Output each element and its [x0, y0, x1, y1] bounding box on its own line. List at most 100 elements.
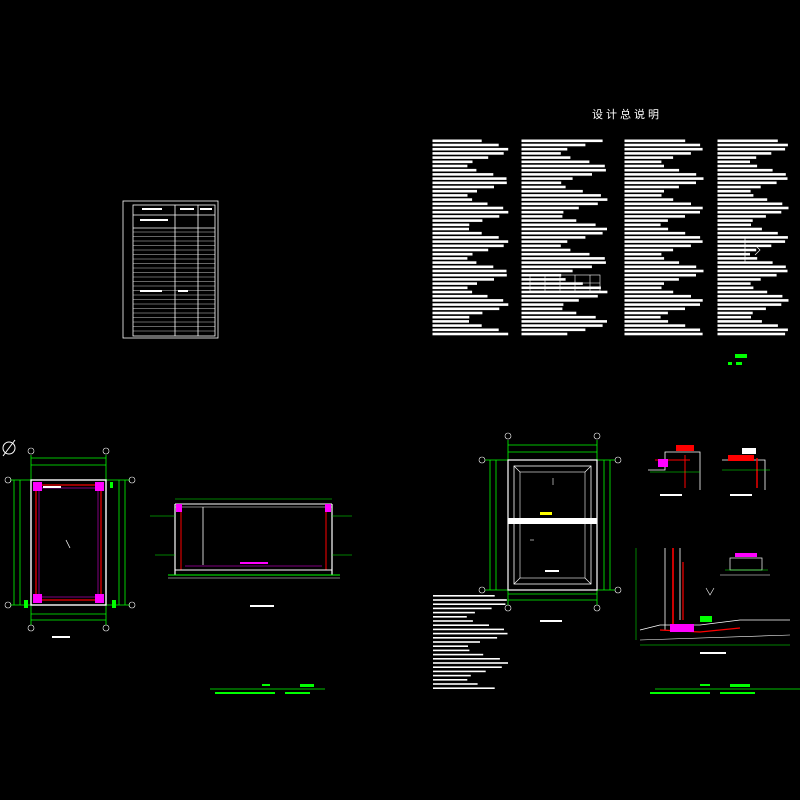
notes-detail-sketch — [728, 237, 765, 263]
note-line — [521, 210, 564, 214]
roof-plan — [478, 432, 622, 622]
note-line — [433, 653, 484, 656]
note-line — [717, 248, 757, 252]
note-line — [432, 198, 473, 201]
note-line — [624, 278, 679, 281]
note-line — [717, 320, 762, 323]
note-line — [433, 666, 502, 668]
note-line — [624, 223, 661, 227]
note-line — [717, 156, 757, 159]
note-line — [521, 168, 606, 172]
note-line — [432, 248, 489, 252]
note-line — [717, 152, 772, 155]
note-line — [432, 244, 504, 248]
note-line — [432, 139, 482, 143]
note-line — [432, 311, 483, 315]
note-line — [521, 294, 598, 298]
note-line — [521, 206, 579, 210]
note-line — [717, 173, 786, 176]
note-line — [433, 641, 480, 643]
note-line — [624, 299, 703, 302]
note-line — [624, 286, 662, 290]
note-line — [624, 307, 685, 311]
note-line — [624, 194, 662, 197]
drawing-index-rows — [133, 231, 215, 332]
note-line — [521, 236, 586, 239]
note-line — [624, 273, 696, 277]
note-line — [433, 637, 498, 639]
right-title-block — [650, 684, 800, 694]
note-line — [624, 252, 662, 256]
note-line — [433, 616, 467, 618]
note-line — [624, 303, 700, 306]
note-line — [624, 265, 697, 269]
note-line — [624, 202, 691, 206]
note-line — [521, 328, 586, 332]
note-line — [717, 210, 782, 214]
note-line — [624, 227, 669, 231]
note-line — [717, 332, 786, 336]
note-line — [717, 269, 788, 273]
note-line — [521, 181, 562, 185]
note-line — [432, 177, 507, 180]
note-line — [433, 632, 508, 635]
note-line — [624, 261, 680, 264]
note-line — [717, 294, 783, 298]
detail-3 — [705, 553, 770, 596]
note-line — [432, 257, 468, 260]
pool-section — [150, 498, 352, 607]
note-line — [432, 328, 499, 332]
note-line — [521, 332, 568, 336]
note-line — [521, 139, 603, 143]
note-line — [432, 202, 488, 206]
note-line — [624, 257, 665, 260]
note-line — [624, 244, 691, 248]
note-line — [624, 156, 674, 159]
note-line — [521, 252, 590, 256]
note-line — [717, 185, 761, 189]
note-line — [521, 147, 568, 151]
note-line — [521, 177, 573, 180]
note-line — [521, 160, 590, 164]
note-line — [717, 177, 788, 180]
note-line — [624, 210, 700, 214]
note-line — [624, 248, 674, 252]
note-line — [624, 152, 691, 155]
note-line — [521, 290, 608, 294]
note-line — [432, 152, 504, 155]
note-line — [717, 303, 782, 306]
note-line — [624, 219, 668, 222]
note-line — [717, 160, 750, 164]
note-line — [433, 662, 508, 664]
note-line — [432, 156, 489, 159]
note-line — [717, 231, 778, 235]
note-line — [717, 273, 777, 277]
note-line — [624, 324, 686, 327]
note-line — [433, 603, 506, 605]
note-line — [624, 164, 664, 168]
note-line — [433, 645, 468, 647]
note-line — [521, 173, 592, 176]
note-line — [521, 156, 571, 159]
note-line — [624, 294, 691, 298]
note-line — [432, 185, 494, 189]
note-line — [432, 194, 468, 197]
note-line — [521, 231, 603, 235]
note-line — [432, 181, 507, 185]
note-line — [433, 628, 504, 631]
note-line — [432, 315, 470, 319]
note-line — [432, 227, 469, 231]
note-line — [624, 320, 669, 323]
note-line — [432, 160, 473, 164]
note-line — [717, 139, 778, 143]
note-line — [624, 206, 703, 210]
detail-2 — [722, 448, 770, 496]
construction-notes — [433, 595, 508, 689]
note-line — [624, 189, 664, 193]
note-line — [521, 257, 605, 260]
note-line — [717, 290, 768, 294]
note-line — [624, 290, 674, 294]
note-line — [717, 206, 789, 210]
left-title-block — [210, 684, 325, 694]
design-notes-text — [432, 139, 789, 336]
